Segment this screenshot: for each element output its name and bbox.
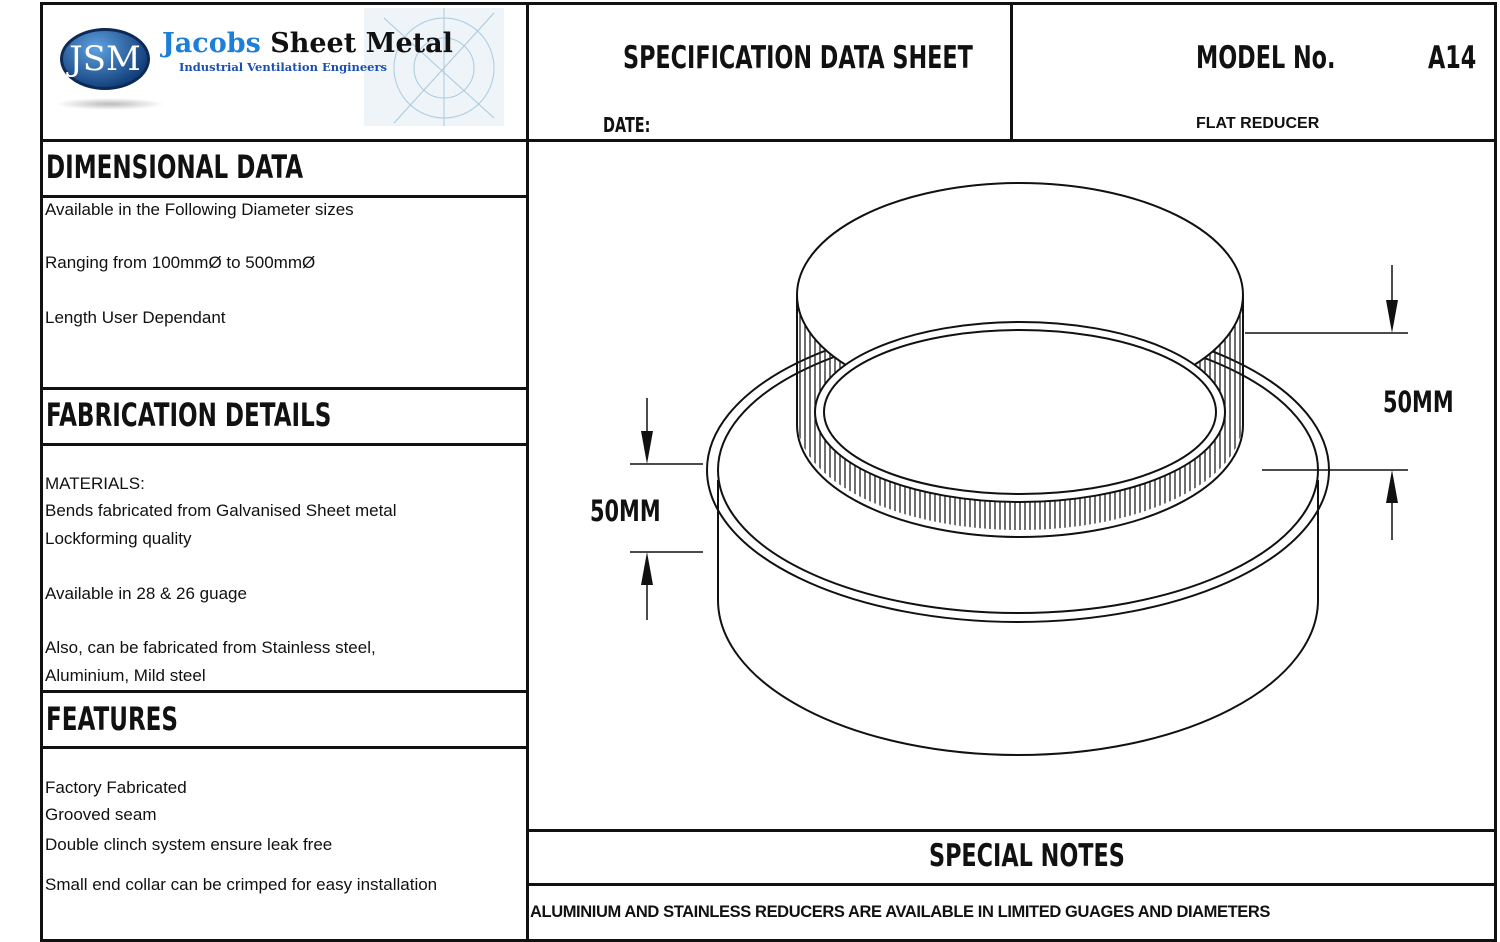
fabrication-heading: FABRICATION DETAILS (46, 396, 332, 434)
dimensional-line: Available in the Following Diameter size… (45, 200, 354, 219)
model-label: MODEL No. (1196, 40, 1336, 76)
upper-cylinder-bottom (796, 424, 1244, 538)
dimension-label-left: 50MM (590, 494, 661, 528)
notes-body-cell (526, 883, 1497, 942)
logo-shadow (55, 98, 165, 110)
dimensional-line: Ranging from 100mmØ to 500mmØ (45, 253, 316, 272)
inner-collar (814, 321, 1226, 503)
blueprint-graphic (364, 8, 504, 126)
fabrication-line: Bends fabricated from Galvanised Sheet m… (45, 501, 397, 520)
logo-tagline: Industrial Ventilation Engineers (179, 60, 388, 74)
date-label: DATE: (603, 113, 651, 137)
lower-cylinder-body (717, 480, 1319, 756)
features-line: Small end collar can be crimped for easy… (45, 875, 438, 894)
notes-text: ALUMINIUM AND STAINLESS REDUCERS ARE AVA… (530, 903, 1271, 921)
features-line: Double clinch system ensure leak free (45, 835, 333, 854)
fabrication-line: Available in 28 & 26 guage (45, 584, 247, 603)
features-line: Factory Fabricated (45, 778, 187, 797)
fabrication-line: Aluminium, Mild steel (45, 666, 206, 685)
product-name: FLAT REDUCER (1196, 115, 1320, 132)
features-line: Grooved seam (45, 805, 157, 824)
logo-name-part2: Sheet Metal (270, 28, 453, 59)
notes-heading: SPECIAL NOTES (929, 838, 1125, 874)
dimensional-heading: DIMENSIONAL DATA (46, 148, 304, 186)
fabrication-line: MATERIALS: (45, 474, 145, 493)
fabrication-line: Lockforming quality (45, 529, 192, 548)
page-title: SPECIFICATION DATA SHEET (623, 40, 973, 76)
logo-name: Jacobs Sheet Metal (162, 28, 453, 59)
dimension-label-right: 50MM (1383, 385, 1454, 419)
model-value: A14 (1428, 40, 1477, 76)
fabrication-line: Also, can be fabricated from Stainless s… (45, 638, 376, 657)
logo-name-part1: Jacobs (162, 28, 261, 59)
logo-emblem: JSM (60, 28, 150, 90)
features-heading: FEATURES (46, 700, 179, 738)
dimensional-line: Length User Dependant (45, 308, 226, 327)
